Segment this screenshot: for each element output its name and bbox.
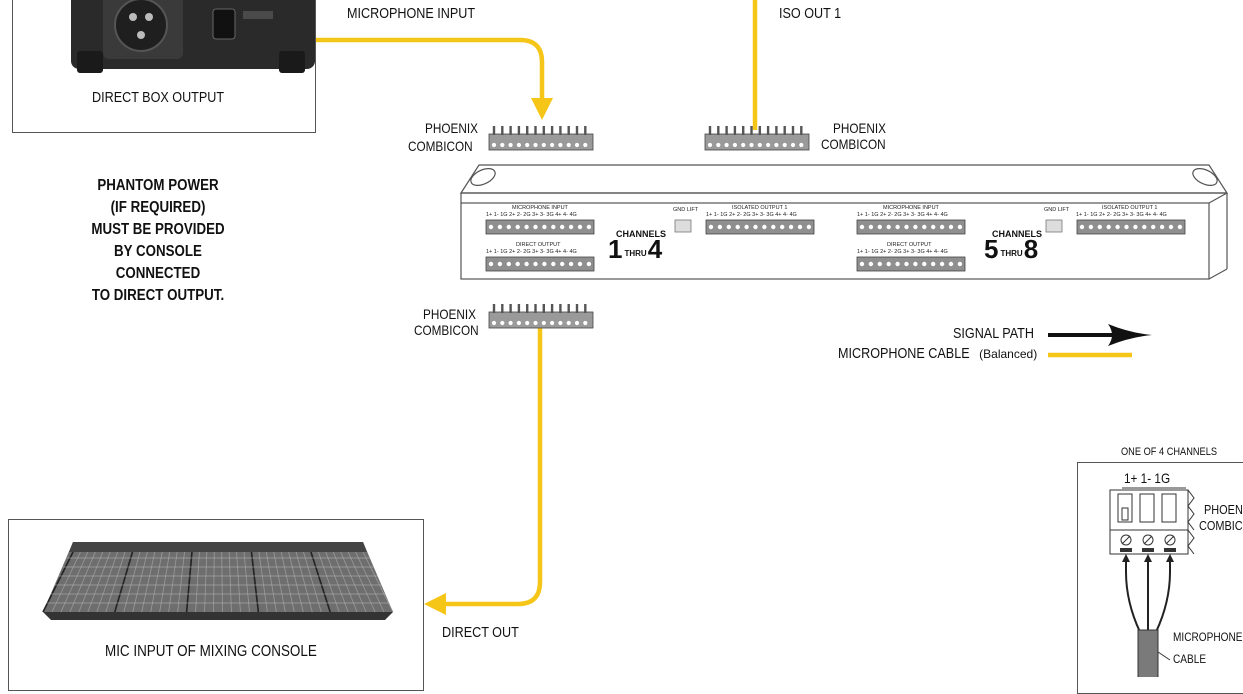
channels-5-8-marking: CHANNELS 5 THRU 8 [984, 229, 1043, 264]
pin-row-iso-ch1-4: 1+ 1- 1G 2+ 2- 2G 3+ 3- 3G 4+ 4- 4G [706, 212, 797, 218]
phoenix-combicon-label-right: PHOENIX COMBICON [821, 120, 886, 152]
pin-row-mic-ch5-8: 1+ 1- 1G 2+ 2- 2G 3+ 3- 3G 4+ 4- 4G [857, 212, 948, 218]
gnd-lift-switch-1 [674, 219, 692, 233]
channels-1-4-marking: CHANNELS 1 THRU 4 [608, 229, 667, 264]
legend-signal-arrowhead [1108, 324, 1152, 346]
iso-output-label-ch1-4: ISOLATED OUTPUT 1 [732, 205, 788, 211]
legend-signal-path-label: SIGNAL PATH [953, 325, 1034, 342]
mixing-console-panel: MIC INPUT OF MIXING CONSOLE [8, 519, 424, 691]
phoenix-combicon-label-left: PHOENIX COMBICON [408, 120, 478, 154]
one-of-4-channels-label: ONE OF 4 CHANNELS [1121, 446, 1218, 458]
direct-output-label-ch1-4: DIRECT OUTPUT [516, 242, 561, 248]
gnd-lift-switch-2 [1045, 219, 1063, 233]
signal-wiring [316, 0, 1152, 615]
microphone-cable-label-1: MICROPHONE [1173, 630, 1243, 644]
phoenix-plug-bottom [488, 304, 594, 329]
legend-mic-cable-label: MICROPHONE CABLE (Balanced) [838, 345, 1038, 362]
iso-output-label-ch5-8: ISOLATED OUTPUT 1 [1102, 205, 1158, 211]
pin-row-iso-ch5-8: 1+ 1- 1G 2+ 2- 2G 3+ 3- 3G 4+ 4- 4G [1076, 212, 1167, 218]
rack-unit [459, 164, 1229, 280]
microphone-cable-label-2: CABLE [1173, 652, 1207, 666]
direct-box-output-label: DIRECT BOX OUTPUT [92, 89, 225, 106]
cable-direct-out [440, 326, 543, 607]
phantom-power-note: PHANTOM POWER (IF REQUIRED) MUST BE PROV… [91, 177, 225, 304]
pin-row-mic-ch1-4: 1+ 1- 1G 2+ 2- 2G 3+ 3- 3G 4+ 4- 4G [486, 212, 577, 218]
microphone-input-label: MICROPHONE INPUT [347, 5, 476, 22]
iso-out-1-label: ISO OUT 1 [779, 5, 842, 22]
cable-mic-input-arrow [531, 98, 553, 120]
phoenix-plug-top-left [488, 126, 594, 151]
mic-input-label-ch1-4: MICROPHONE INPUT [512, 205, 568, 211]
terminal-detail-drawing [1109, 487, 1195, 677]
cable-direct-out-arrow [424, 593, 446, 615]
pin-row-direct-ch5-8: 1+ 1- 1G 2+ 2- 2G 3+ 3- 3G 4+ 4- 4G [857, 249, 948, 255]
gnd-lift-label-1: GND LIFT [673, 207, 699, 213]
direct-out-label: DIRECT OUT [442, 624, 519, 641]
phoenix-plug-top-right [704, 126, 810, 151]
pin-labels-detail: 1+ 1- 1G [1124, 470, 1171, 486]
direct-box-panel: DIRECT BOX OUTPUT [12, 0, 316, 133]
mic-input-console-label: MIC INPUT OF MIXING CONSOLE [105, 643, 317, 660]
phoenix-combicon-label-bottom: PHOENIX COMBICON [414, 306, 479, 338]
direct-output-label-ch5-8: DIRECT OUTPUT [887, 242, 932, 248]
mixing-console-image [42, 542, 394, 620]
direct-box-photo [71, 0, 315, 73]
combicon-partial-label: COMBIC [1199, 518, 1243, 533]
mic-input-label-ch5-8: MICROPHONE INPUT [883, 205, 939, 211]
pin-row-direct-ch1-4: 1+ 1- 1G 2+ 2- 2G 3+ 3- 3G 4+ 4- 4G [486, 249, 577, 255]
gnd-lift-label-2: GND LIFT [1044, 207, 1070, 213]
phoenix-partial-label: PHOEN [1204, 502, 1243, 517]
cable-mic-input [316, 37, 545, 108]
